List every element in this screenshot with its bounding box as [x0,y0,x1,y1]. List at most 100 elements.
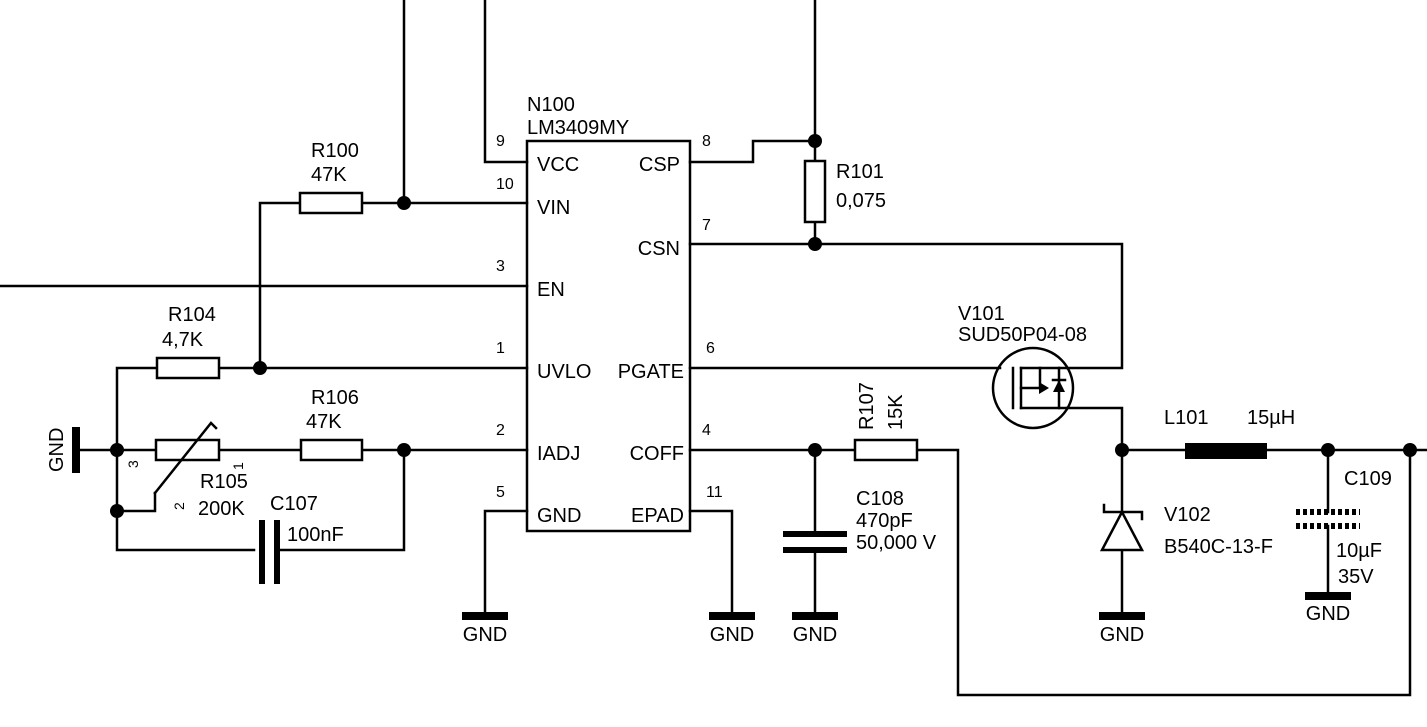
ground-symbol-v102: GND [1099,612,1145,646]
wire-r105-wiper [115,491,157,513]
resistor-body [298,191,364,215]
r105-ref: R105 [200,471,248,493]
resistor-r106: R106 47K [299,387,364,462]
r101-ref: R101 [836,161,884,183]
resistor-r101: R101 0,075 [803,159,886,224]
c109-ref: C109 [1344,468,1392,490]
r105-pin-1: 1 [230,462,246,470]
body-arrow [1039,382,1049,394]
ic-ref: N100 [527,94,575,116]
pin-name-epad: EPAD [631,505,684,527]
pin-num-10: 10 [496,176,514,193]
v101-part: SUD50P04-08 [958,324,1087,346]
resistor-r104: R104 4,7K [155,304,221,380]
resistor-r100: R100 47K [298,140,364,215]
ground-bar [72,427,80,473]
wire-vcc [483,0,529,164]
junction-dot [397,443,411,457]
r107-value: 15K [885,394,907,430]
resistor-body [803,159,827,224]
c108-ref: C108 [856,488,904,510]
pin-name-coff: COFF [630,443,684,465]
junction-dot [1321,443,1335,457]
wire-left-bus [115,366,256,552]
diode-cathode-bar [1102,503,1144,521]
r105-value: 200K [198,498,245,520]
junction-dot [253,361,267,375]
c107-value: 100nF [287,524,344,546]
ground-label: GND [1306,603,1350,625]
pin-name-iadj: IADJ [537,443,580,465]
capacitor-c109: C109 10µF 35V [1296,468,1392,588]
r106-value: 47K [306,411,342,433]
ground-bar [709,612,755,620]
ic-body [525,139,692,533]
wire-c107-right [278,448,406,552]
pin-num-5: 5 [496,484,505,501]
pin-num-3: 3 [496,258,505,275]
junction-dot [110,443,124,457]
r104-ref: R104 [168,304,216,326]
ground-label: GND [1100,624,1144,646]
wire-r107-feedback [915,448,1412,697]
ground-bar [1305,592,1351,600]
resistor-body [155,356,221,380]
junction-dot [397,196,411,210]
ground-label: GND [793,624,837,646]
ground-bar [462,612,508,620]
c107-ref: C107 [270,493,318,515]
pin-name-gnd: GND [537,505,581,527]
v102-part: B540C-13-F [1164,536,1273,558]
ground-symbol-left: GND [46,427,80,473]
ground-label: GND [463,624,507,646]
v102-ref: V102 [1164,504,1211,526]
capacitor-c108: C108 470pF 50,000 V [783,488,937,554]
pin-num-9: 9 [496,133,505,150]
r101-value: 0,075 [836,190,886,212]
trim-arrow [153,421,218,495]
pin-name-vin: VIN [537,197,570,219]
pin-num-7: 7 [702,217,711,234]
ground-label: GND [710,624,754,646]
ic-n100: N100 LM3409MY VCC VIN EN UVLO IADJ GND C… [496,94,723,533]
pin-name-csn: CSN [638,238,680,260]
pin-name-en: EN [537,279,565,301]
ground-symbol-c108: GND [792,612,838,646]
r100-value: 47K [311,164,347,186]
pin-num-8: 8 [702,133,711,150]
resistor-r107: R107 15K [853,382,919,462]
ground-symbol-epad: GND [709,612,755,646]
junction-dot [110,504,124,518]
wire-r100-to-uvlo [258,201,302,370]
junction-dot [808,134,822,148]
wire-epad [688,509,734,616]
wire-csp [688,139,817,164]
wire-csn [688,242,1124,370]
inductor-body [1185,443,1267,459]
pin-name-uvlo: UVLO [537,361,591,383]
l101-ref: L101 [1164,407,1209,429]
wire-gnd-pin5 [483,509,529,616]
junction-dot [808,443,822,457]
ground-bar [1099,612,1145,620]
schottky-diode-v102: V102 B540C-13-F [1099,503,1273,558]
pin-name-csp: CSP [639,154,680,176]
pin-name-pgate: PGATE [618,361,684,383]
junction-dot [1403,443,1417,457]
l101-value: 15µH [1247,407,1295,429]
resistor-body [299,438,364,462]
junction-dot [1115,443,1129,457]
inductor-l101: L101 15µH [1164,407,1295,459]
resistor-body [853,438,919,462]
ground-label: GND [46,428,68,472]
r104-value: 4,7K [162,329,204,351]
pin-num-11: 11 [706,484,723,501]
pin-num-6: 6 [706,340,715,357]
v101-ref: V101 [958,303,1005,325]
c108-value: 470pF [856,510,913,532]
mosfet-circle [991,346,1075,430]
ground-symbol-pin5: GND [462,612,508,646]
r100-ref: R100 [311,140,359,162]
pin-num-1: 1 [496,340,505,357]
